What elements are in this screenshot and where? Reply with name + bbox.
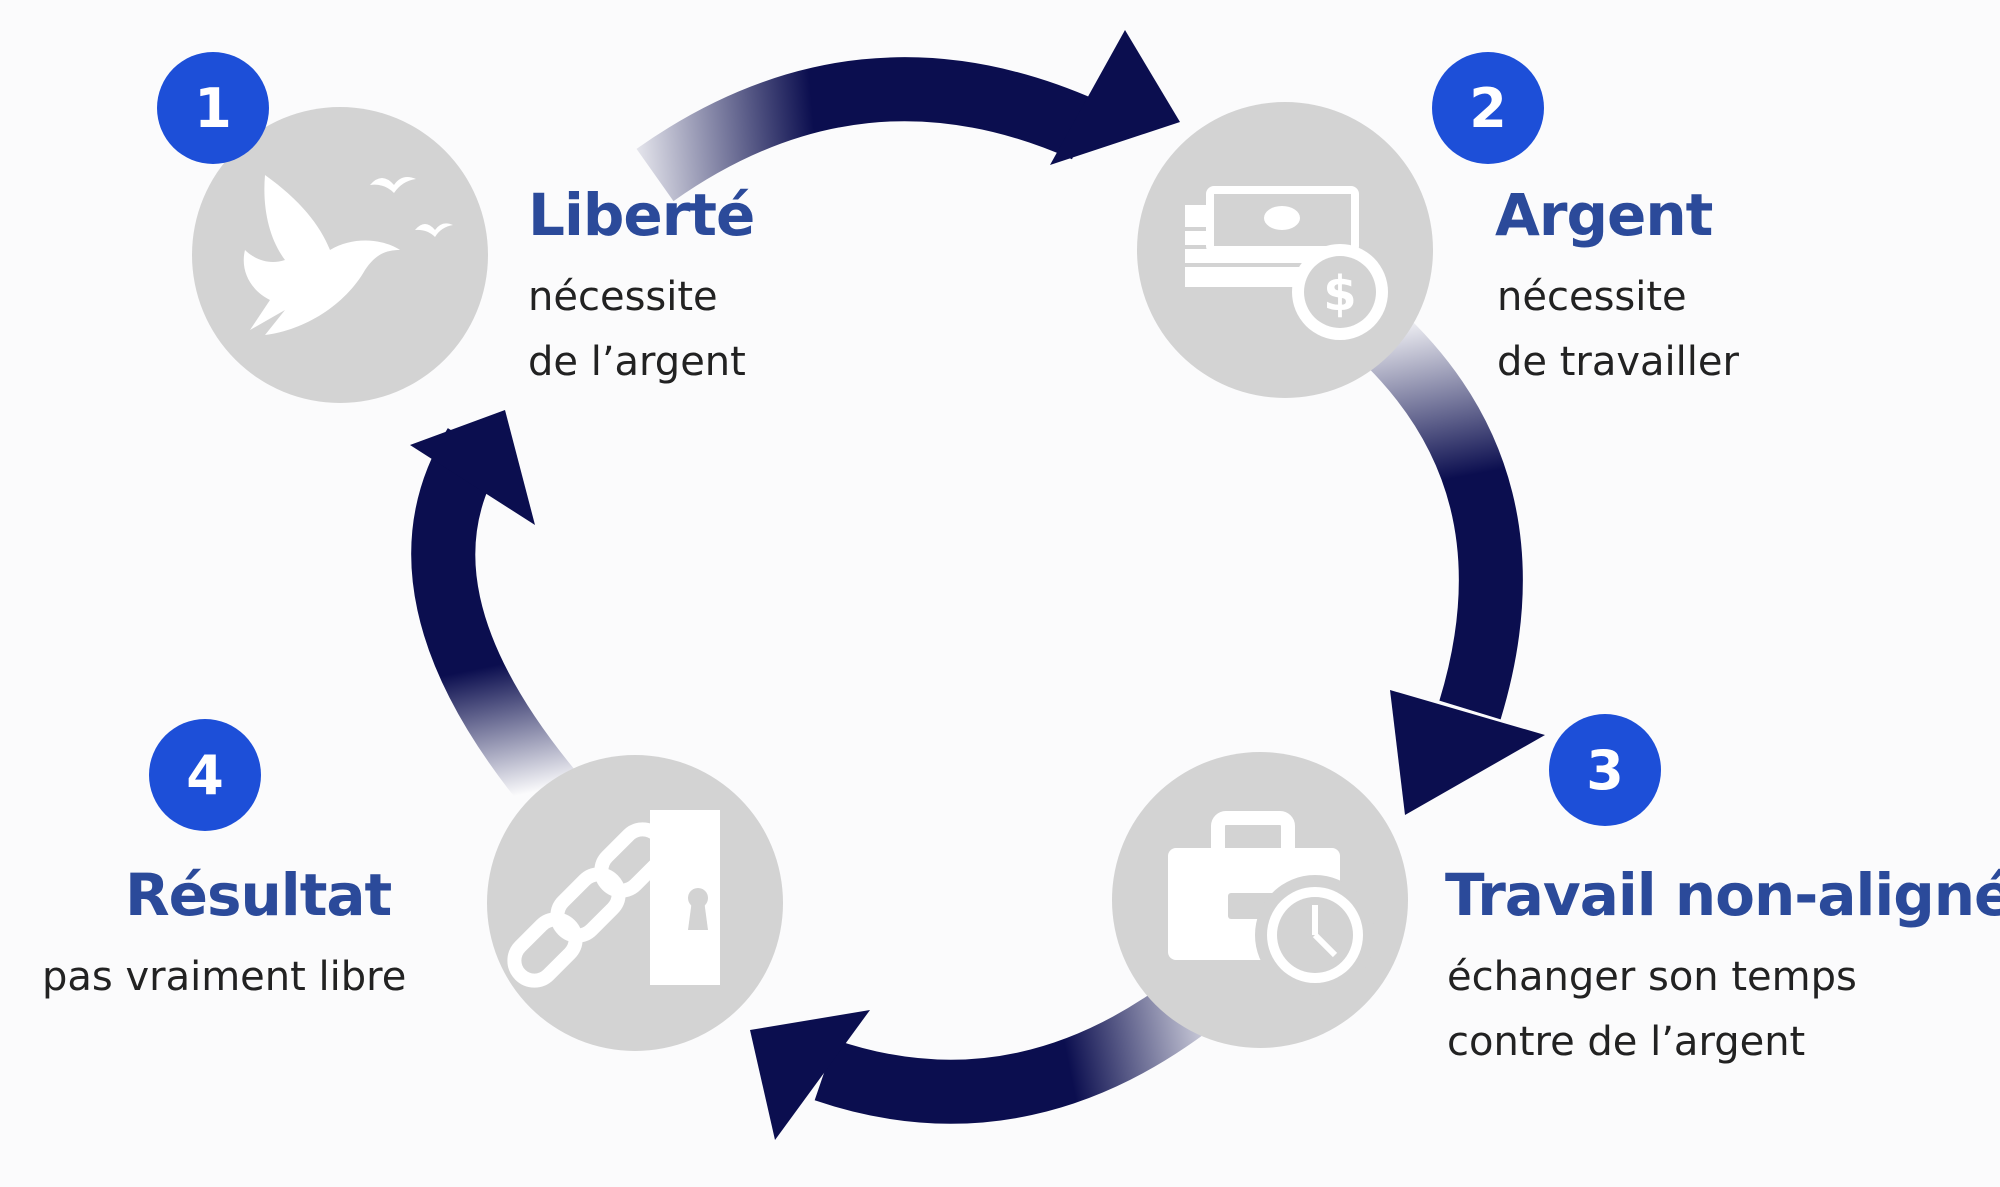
icon-circle [487, 755, 783, 1051]
step-badge [1549, 714, 1661, 826]
chain-lock-icon [507, 810, 720, 988]
step-badge [157, 52, 269, 164]
arrow-1-to-2 [636, 30, 1180, 202]
dove-icon [243, 175, 453, 335]
step-badge [1432, 52, 1544, 164]
step-description-line-1: pas vraiment libre [42, 954, 406, 1000]
step-number: 4 [186, 744, 224, 807]
step-3: 3 Travail non-aligné échanger son temps … [1112, 714, 2000, 1065]
step-description-line-1: nécessite [1497, 274, 1687, 320]
step-description-line-2: de l’argent [528, 339, 746, 385]
step-title: Argent [1495, 181, 1713, 249]
briefcase-clock-icon [1168, 811, 1375, 995]
step-number: 3 [1586, 739, 1624, 802]
step-1: 1 Liberté nécessite de l’argent [157, 52, 755, 403]
step-description-line-2: contre de l’argent [1447, 1019, 1805, 1065]
step-title: Résultat [125, 861, 392, 929]
arrow-2-to-3 [1353, 306, 1545, 815]
svg-text:$: $ [1323, 266, 1356, 322]
step-description-line-1: nécessite [528, 274, 718, 320]
step-title: Liberté [528, 181, 754, 249]
step-description-line-1: échanger son temps [1447, 954, 1857, 1000]
step-description-line-2: de travailler [1497, 339, 1739, 385]
step-number: 1 [194, 77, 232, 140]
step-2: $ 2 Argent nécessite de travailler [1137, 52, 1739, 398]
arrow-4-to-1 [410, 410, 575, 811]
money-icon: $ [1185, 186, 1388, 340]
step-title: Travail non-aligné [1445, 861, 2000, 929]
step-4: 4 Résultat pas vraiment libre [42, 719, 783, 1051]
step-badge [149, 719, 261, 831]
arrow-3-to-4 [750, 960, 1236, 1140]
step-number: 2 [1469, 77, 1507, 140]
